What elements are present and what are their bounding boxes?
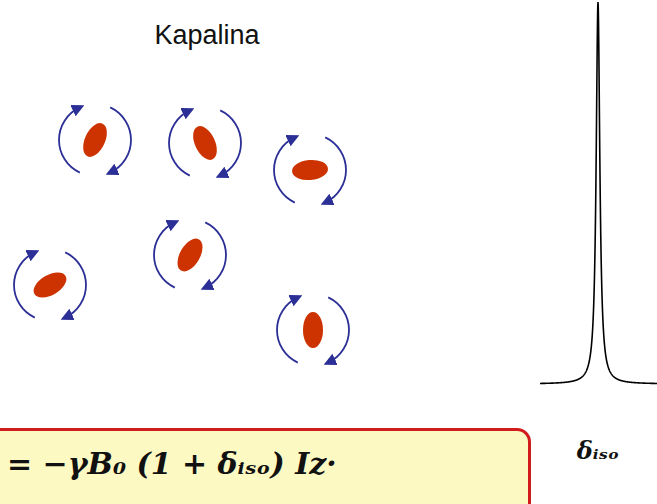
- rotation-arrow: [154, 222, 175, 287]
- title: Kapalina: [154, 20, 259, 51]
- rotating-molecule: [274, 137, 346, 202]
- rotating-molecule: [14, 252, 86, 317]
- hamiltonian-formula: = −γB₀ (1 + δᵢₛₒ) Iz·: [7, 446, 528, 481]
- rotating-molecule: [277, 297, 349, 362]
- rotation-arrow: [14, 252, 35, 317]
- rotation-arrow: [59, 107, 80, 172]
- rotation-arrow: [328, 297, 349, 362]
- rotation-arrow: [169, 110, 190, 175]
- peak-label: δᵢₛₒ: [577, 436, 619, 465]
- molecule: [303, 312, 323, 348]
- rotation-arrow: [220, 110, 241, 175]
- rotating-molecule: [154, 222, 226, 287]
- molecule: [29, 267, 70, 302]
- rotation-arrow: [110, 107, 131, 172]
- molecule: [78, 119, 111, 160]
- rotation-arrow: [325, 137, 346, 202]
- molecule: [291, 158, 329, 181]
- formula-box: = −γB₀ (1 + δᵢₛₒ) Iz·: [0, 428, 531, 504]
- rotation-arrow: [277, 297, 298, 362]
- rotating-molecule: [59, 107, 131, 172]
- spectrum-peak: [540, 2, 657, 383]
- rotating-molecule: [169, 110, 241, 175]
- rotation-arrow: [205, 222, 226, 287]
- molecule: [188, 122, 221, 163]
- rotation-arrow: [274, 137, 295, 202]
- molecule: [172, 234, 207, 275]
- rotation-arrow: [65, 252, 86, 317]
